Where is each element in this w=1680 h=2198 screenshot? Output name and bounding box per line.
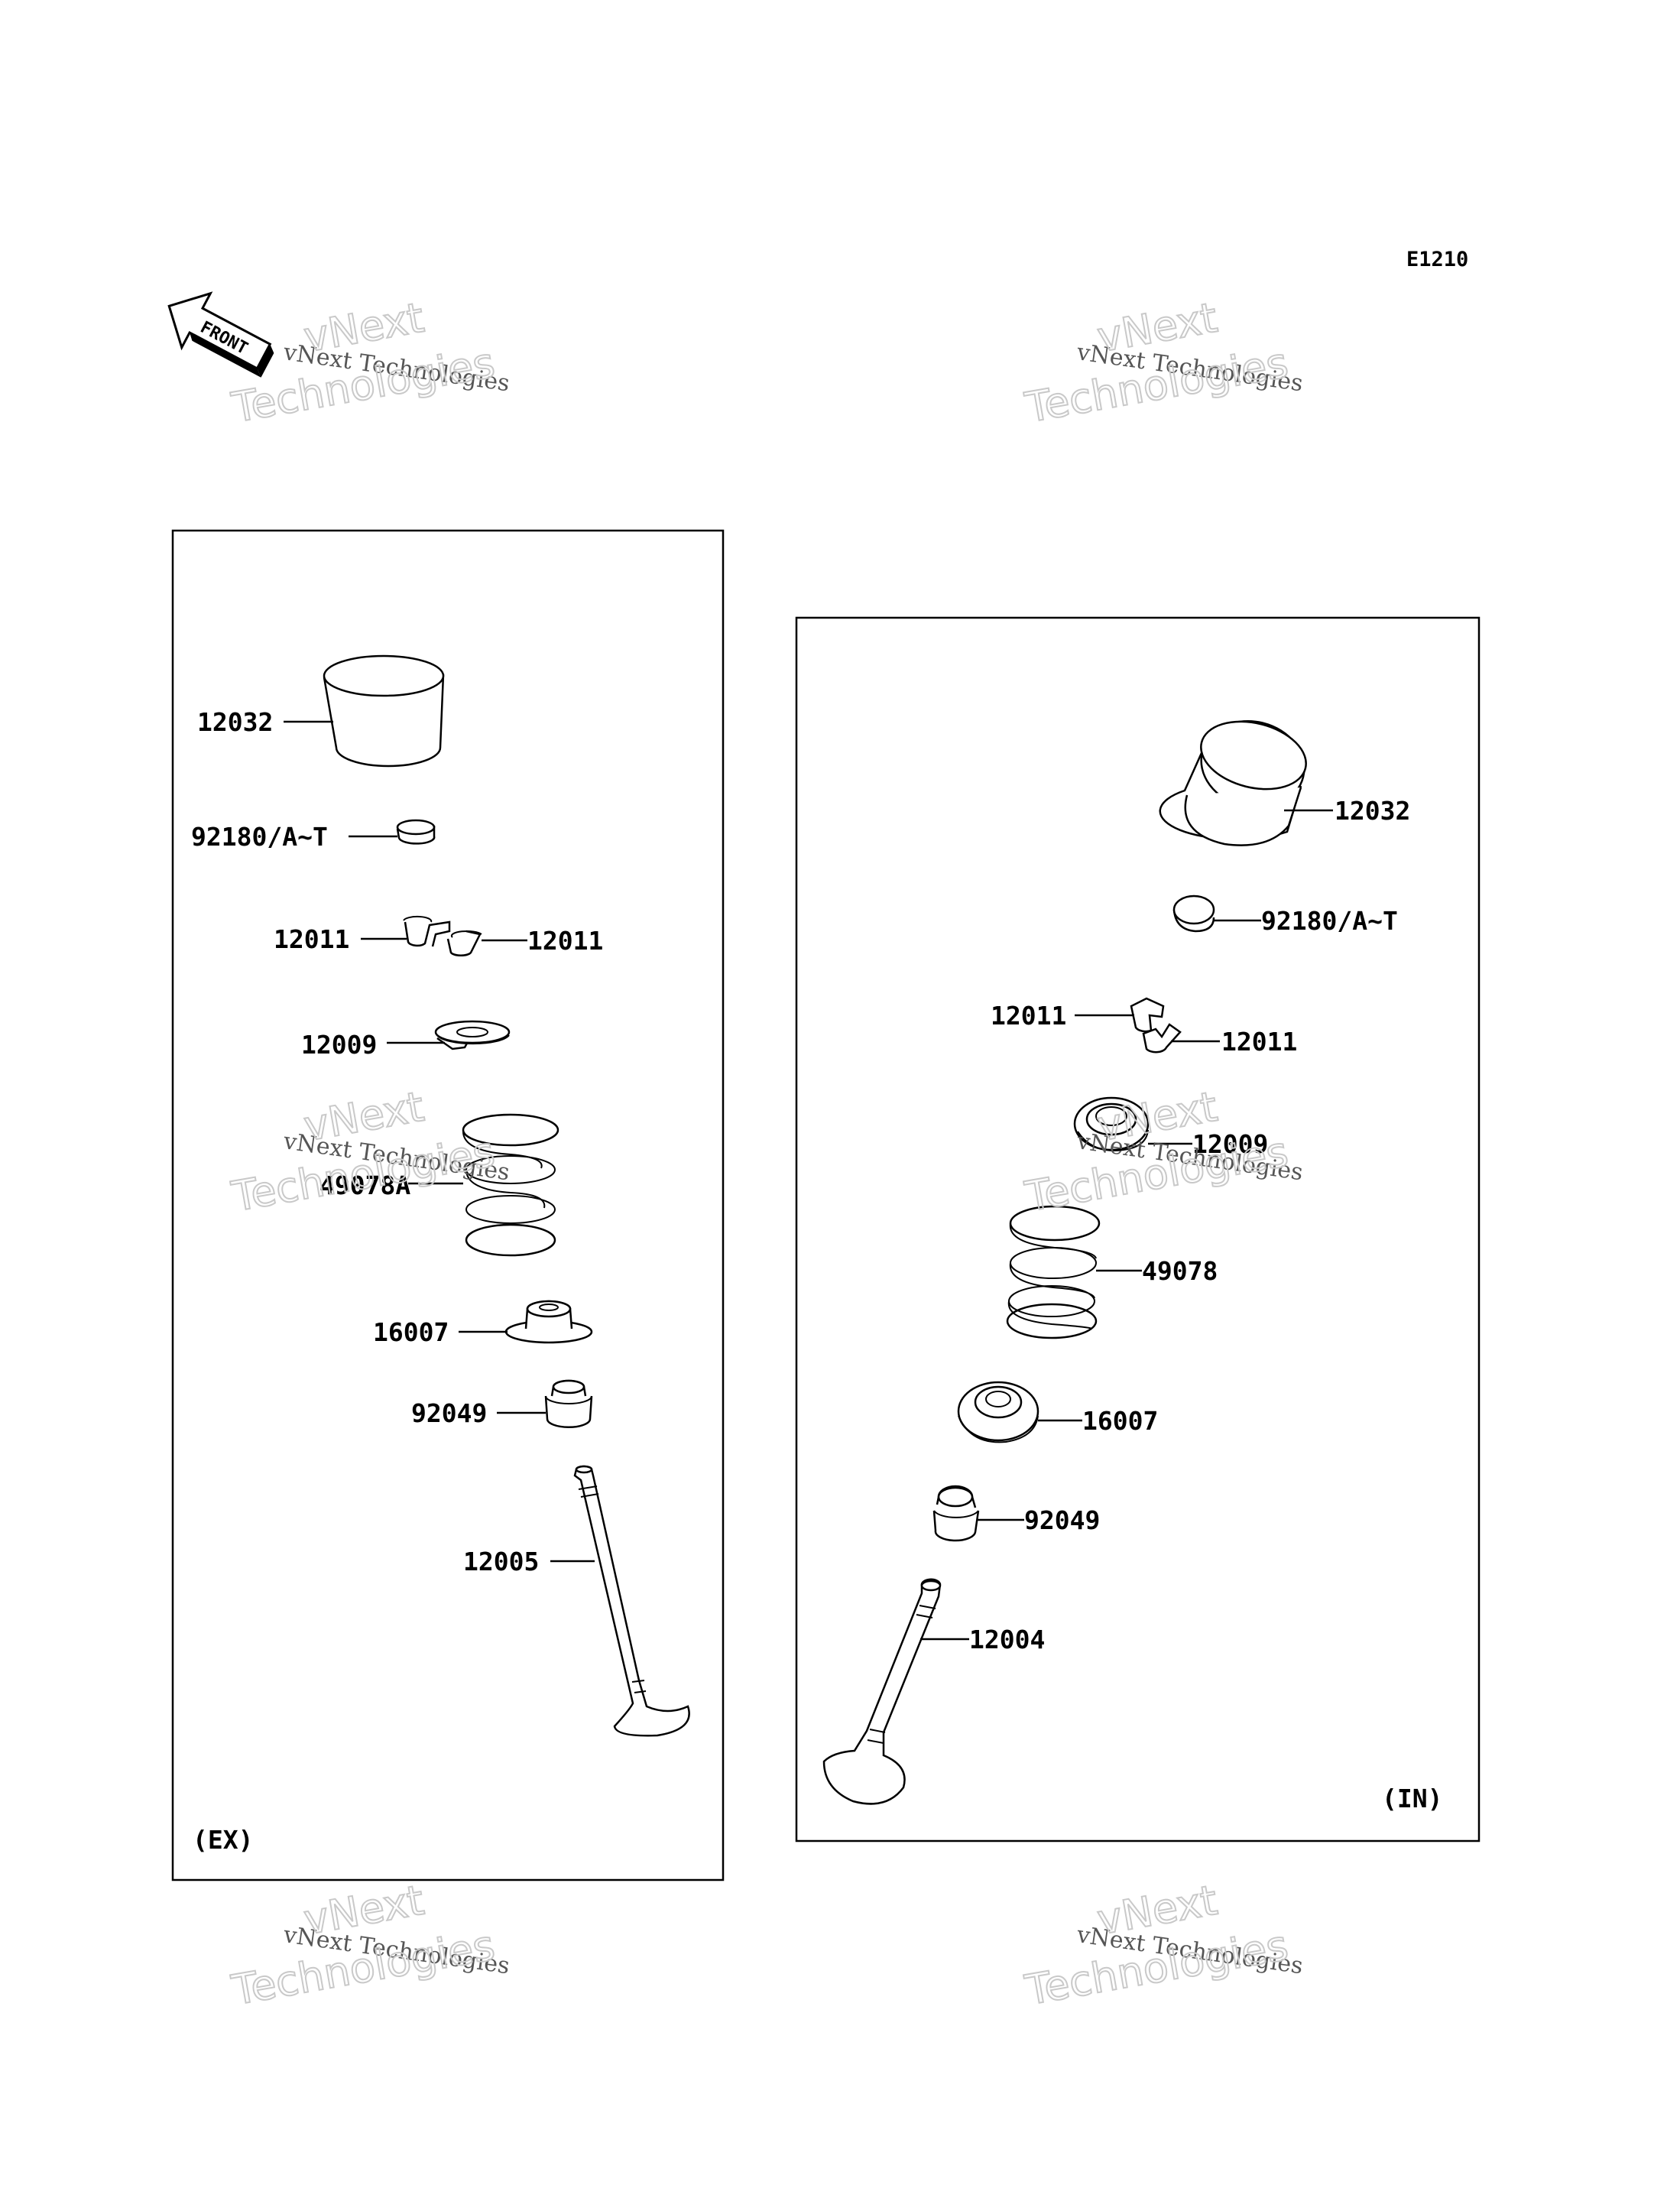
- in-stem-seal-drawing: [932, 1485, 980, 1542]
- in-label-stem-seal: 92049: [1024, 1505, 1100, 1535]
- watermark-top-left: vNext Technologies vNext Technologies: [227, 293, 511, 433]
- svg-text:vNext: vNext: [1094, 1876, 1221, 1944]
- ex-label-spring-seat: 16007: [373, 1317, 449, 1347]
- ex-label-stem-seal: 92049: [411, 1398, 487, 1428]
- ex-spring-seat-drawing: [504, 1300, 593, 1344]
- in-label-cotter-right: 12011: [1221, 1027, 1297, 1057]
- in-label-tappet: 12032: [1335, 796, 1410, 826]
- in-shim-drawing: [1172, 894, 1215, 933]
- svg-text:vNext: vNext: [1094, 294, 1221, 362]
- watermark-mid-right: vNext Technologies vNext Technologies: [1020, 1082, 1305, 1222]
- ex-shim-drawing: [396, 819, 436, 845]
- ex-valve-drawing: [573, 1465, 690, 1737]
- in-label-spring: 49078: [1142, 1256, 1218, 1286]
- watermark-mid-left: vNext Technologies vNext Technologies: [227, 1082, 511, 1222]
- in-spring-seat-drawing: [957, 1381, 1039, 1443]
- intake-panel: [795, 616, 1481, 1842]
- ex-label-shim: 92180/A~T: [191, 822, 328, 852]
- ex-label-cotter-right: 12011: [527, 926, 603, 956]
- front-arrow-icon: FRONT: [167, 291, 274, 378]
- watermark-top-right: vNext Technologies vNext Technologies: [1020, 293, 1305, 433]
- watermark-bottom-right: vNext Technologies vNext Technologies: [1020, 1875, 1305, 2015]
- exhaust-group: 12032 92180/A~T 12011 12011 12009: [191, 654, 690, 1855]
- ex-retainer-drawing: [434, 1020, 511, 1050]
- intake-group: 12032 92180/A~T 12011 12011 12009: [822, 719, 1442, 1813]
- in-label-retainer: 12009: [1192, 1129, 1268, 1159]
- in-tappet-drawing: [1159, 719, 1307, 846]
- ex-label-valve: 12005: [463, 1547, 539, 1576]
- svg-text:vNext: vNext: [300, 1083, 427, 1151]
- ex-label-cotter-left: 12011: [274, 924, 349, 954]
- svg-text:vNext: vNext: [300, 294, 427, 362]
- ex-label-retainer: 12009: [301, 1030, 377, 1060]
- svg-text:vNext: vNext: [300, 1876, 427, 1944]
- watermark-bottom-left: vNext Technologies vNext Technologies: [227, 1875, 511, 2015]
- in-label-spring-seat: 16007: [1082, 1406, 1158, 1436]
- in-label-shim: 92180/A~T: [1261, 906, 1398, 936]
- ex-spring-drawing: [462, 1113, 559, 1257]
- ex-label-tappet: 12032: [197, 707, 273, 737]
- in-valve-drawing: [822, 1578, 942, 1805]
- ex-tappet-drawing: [323, 654, 445, 768]
- in-cotter-drawing: [1130, 997, 1182, 1054]
- in-label-valve: 12004: [969, 1625, 1045, 1654]
- ex-cotter-drawing: [403, 915, 482, 956]
- in-panel-label: (IN): [1382, 1784, 1442, 1813]
- ex-label-spring: 49078A: [319, 1170, 410, 1200]
- ex-panel-label: (EX): [193, 1825, 253, 1855]
- in-label-cotter-left: 12011: [991, 1001, 1066, 1031]
- in-retainer-drawing: [1073, 1096, 1150, 1151]
- diagram-code: E1210: [1406, 248, 1468, 271]
- in-spring-drawing: [1006, 1205, 1101, 1339]
- exhaust-panel: [171, 529, 725, 1881]
- ex-stem-seal-drawing: [544, 1379, 593, 1429]
